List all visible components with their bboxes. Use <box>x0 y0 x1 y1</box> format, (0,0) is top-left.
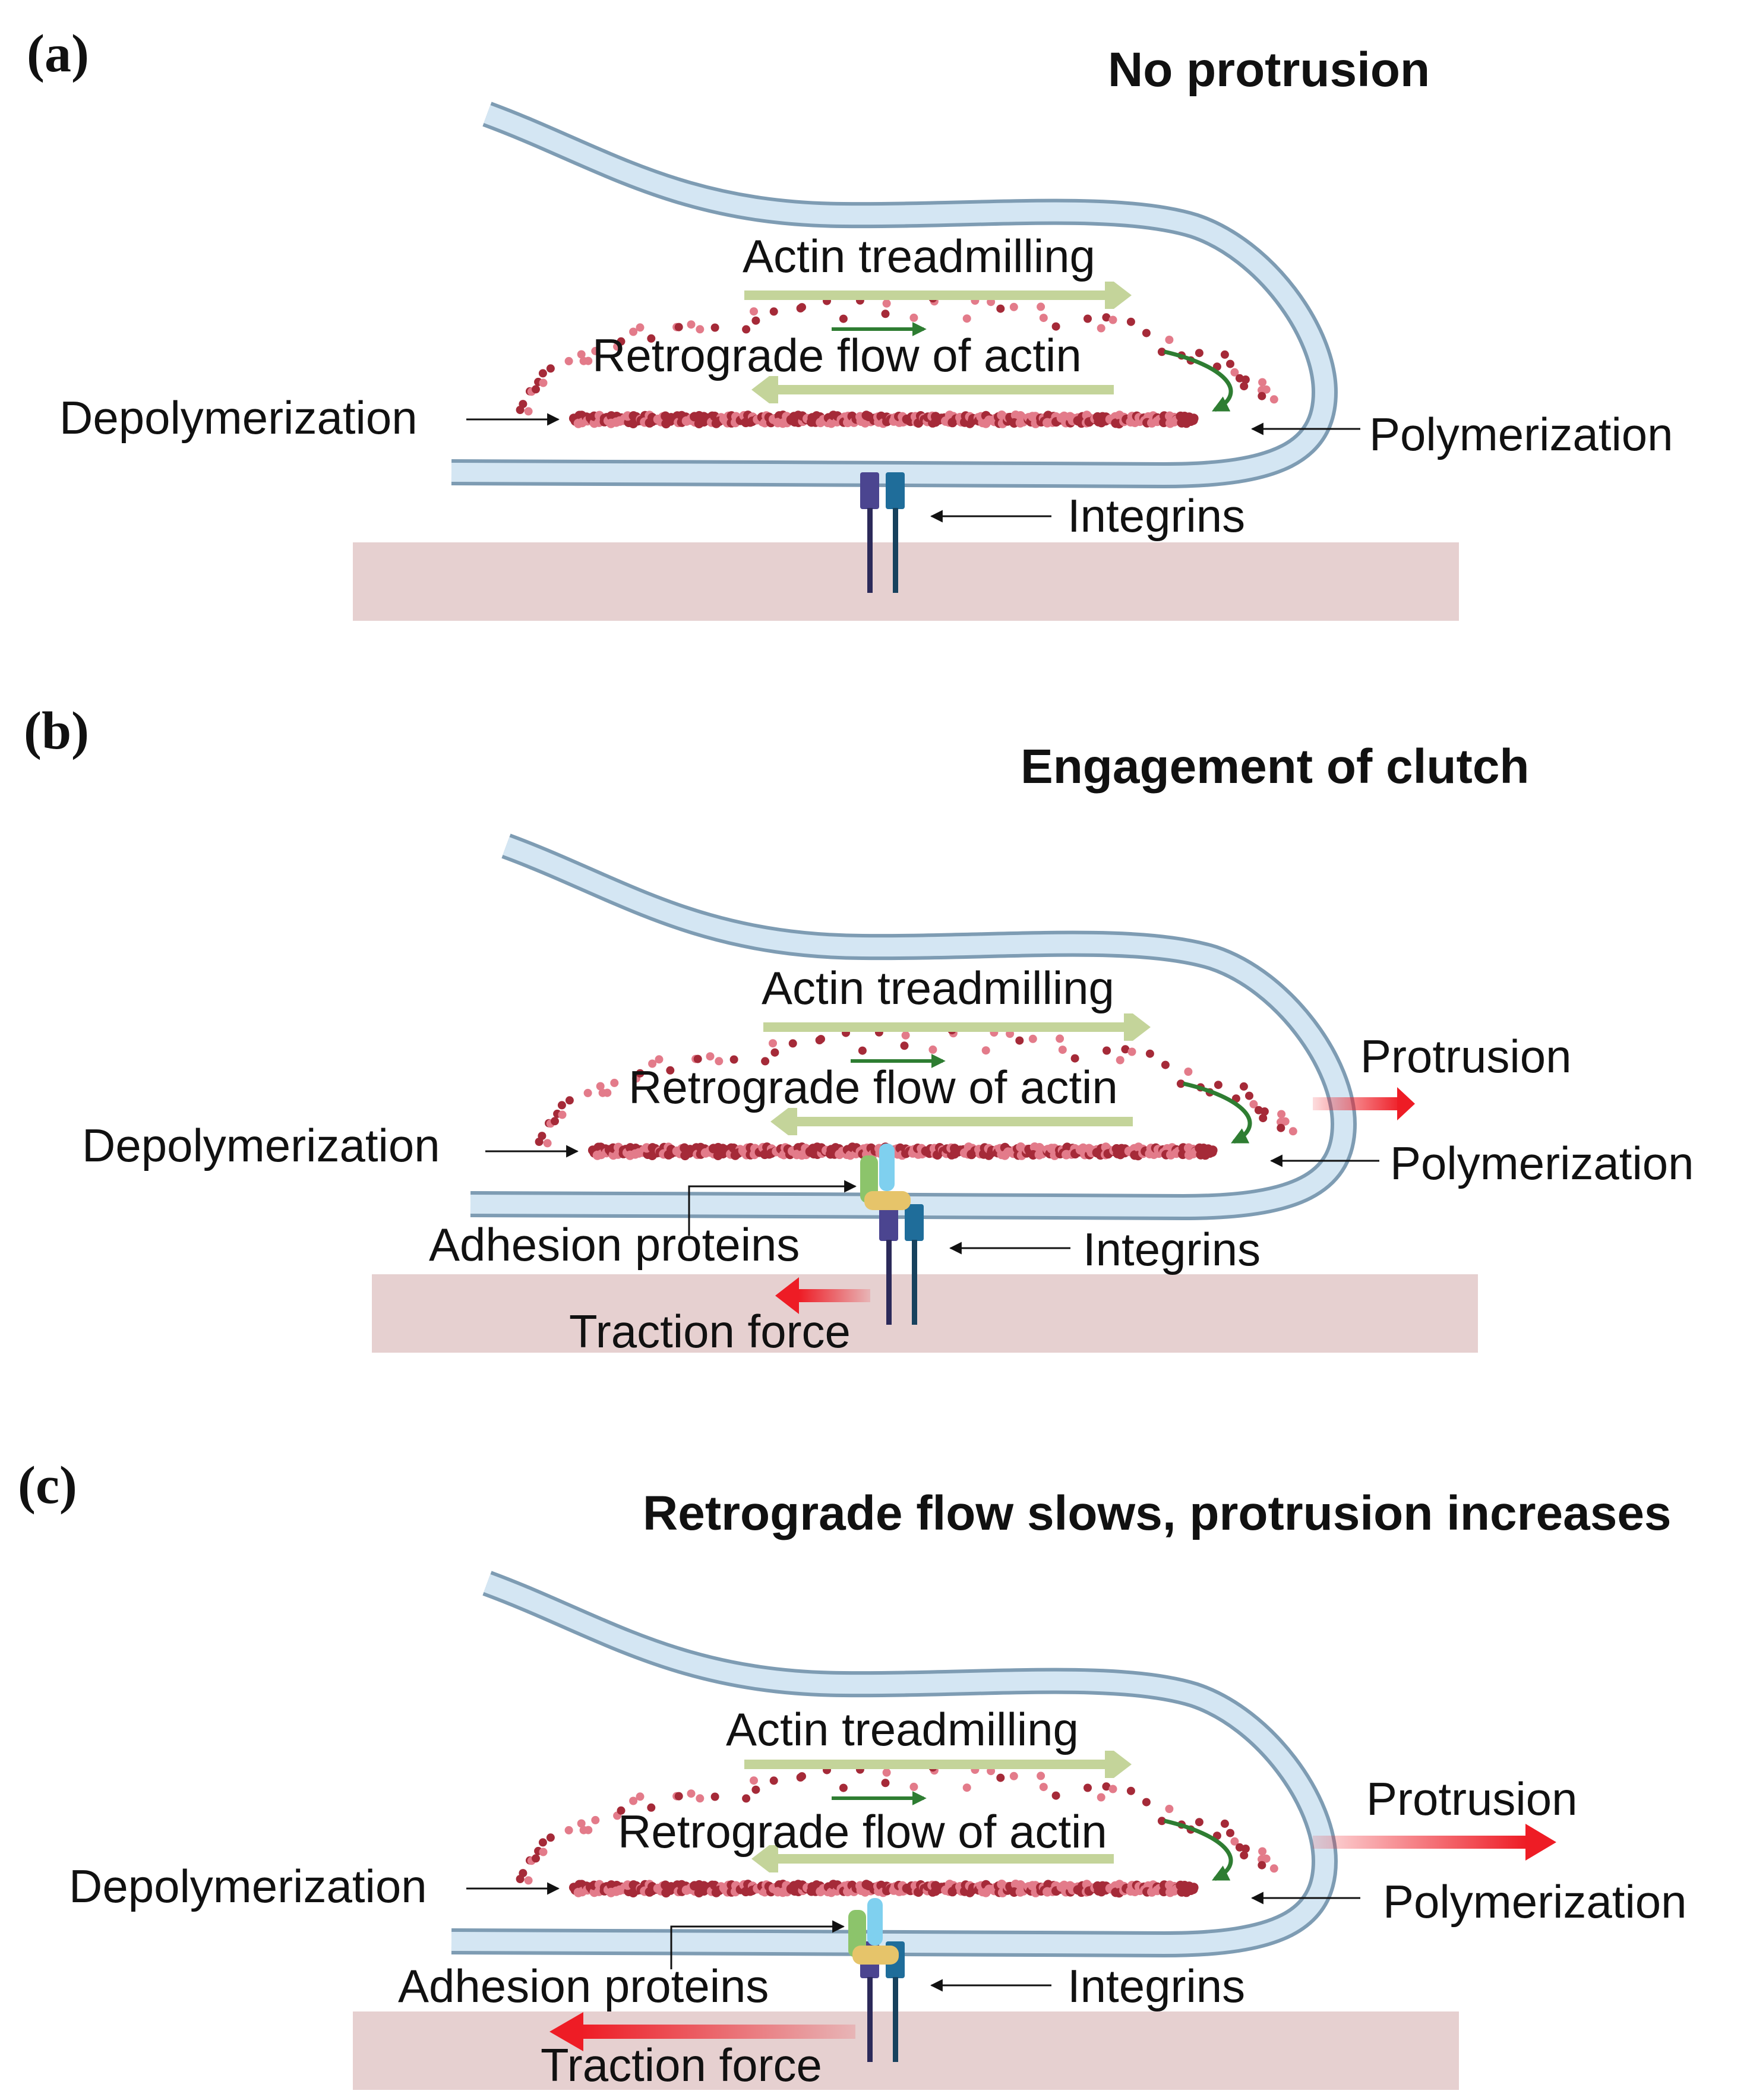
label-actin-treadmilling: Actin treadmilling <box>743 230 1095 282</box>
label-protrusion: Protrusion <box>1360 1030 1572 1082</box>
adhesion-complex <box>860 1144 911 1210</box>
label-actin-treadmilling: Actin treadmilling <box>762 962 1114 1014</box>
label-traction-force: Traction force <box>541 2039 822 2091</box>
panel-b-letter: (b) <box>24 702 89 760</box>
label-adhesion-proteins: Adhesion proteins <box>429 1218 800 1271</box>
traction-force-arrow <box>549 2012 583 2051</box>
label-retrograde-flow: Retrograde flow of actin <box>628 1061 1118 1113</box>
label-retrograde-flow: Retrograde flow of actin <box>618 1805 1107 1858</box>
label-protrusion: Protrusion <box>1366 1773 1578 1825</box>
label-traction-force: Traction force <box>569 1305 851 1357</box>
panel-b-title: Engagement of clutch <box>1021 740 1530 794</box>
label-polymerization: Polymerization <box>1383 1875 1687 1928</box>
panel-a-title: No protrusion <box>1108 43 1430 97</box>
adhesion-complex <box>848 1898 899 1965</box>
label-adhesion-proteins: Adhesion proteins <box>398 1960 769 2012</box>
label-depolymerization: Depolymerization <box>59 391 418 444</box>
label-integrins: Integrins <box>1083 1223 1261 1275</box>
label-retrograde-flow: Retrograde flow of actin <box>592 329 1082 381</box>
panel-c-title: Retrograde flow slows, protrusion increa… <box>643 1486 1672 1540</box>
label-polymerization: Polymerization <box>1369 408 1673 460</box>
traction-force-arrow-shaft <box>799 1289 870 1302</box>
protrusion-arrow-shaft <box>1313 1836 1527 1849</box>
label-polymerization: Polymerization <box>1390 1137 1694 1189</box>
panel-a: Actin treadmilling Retrograde flow of ac… <box>59 114 1673 621</box>
protrusion-arrow <box>1525 1824 1556 1861</box>
panel-a-letter: (a) <box>27 24 89 83</box>
protrusion-arrow-shaft <box>1313 1097 1402 1110</box>
traction-force-arrow <box>775 1277 799 1314</box>
panel-c-letter: (c) <box>18 1456 77 1515</box>
label-depolymerization: Depolymerization <box>69 1860 427 1912</box>
label-depolymerization: Depolymerization <box>82 1119 440 1171</box>
label-integrins: Integrins <box>1067 1960 1245 2012</box>
panel-b: Actin treadmilling Retrograde flow of ac… <box>82 846 1694 1357</box>
panel-c: Actin treadmilling Retrograde flow of ac… <box>69 1583 1687 2091</box>
traction-force-arrow-shaft <box>582 2025 855 2039</box>
label-integrins: Integrins <box>1067 490 1245 542</box>
label-actin-treadmilling: Actin treadmilling <box>726 1703 1079 1755</box>
